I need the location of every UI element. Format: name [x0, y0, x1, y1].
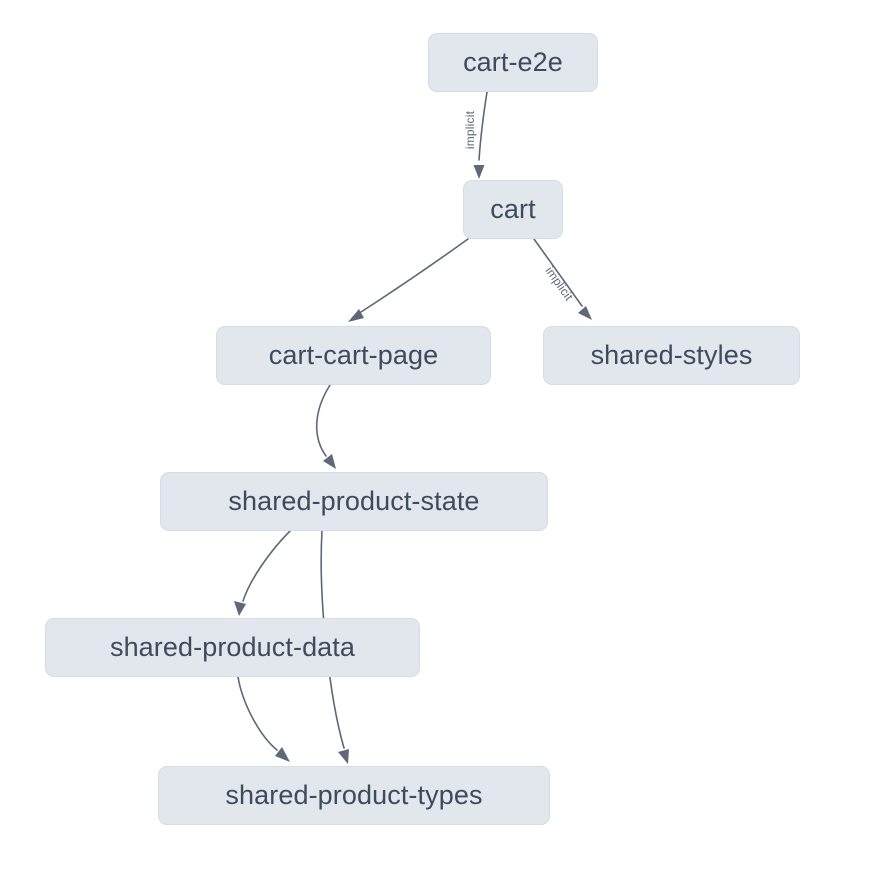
- edge-path: [533, 238, 583, 307]
- node-label: cart: [490, 194, 536, 224]
- edge-arrowhead: [323, 454, 336, 469]
- edge-cart-cart-page-to-shared-product-state: [315, 384, 336, 469]
- edge-arrowhead: [234, 601, 246, 616]
- edge-shared-product-data-to-shared-product-types: [237, 676, 290, 762]
- node-label: shared-product-state: [228, 486, 480, 516]
- edge-path: [242, 530, 291, 602]
- edge-shared-product-state-to-shared-product-data: [234, 530, 291, 616]
- node-shared-product-state[interactable]: shared-product-state: [160, 472, 548, 531]
- edge-arrowhead: [338, 749, 349, 764]
- node-cart-cart-page[interactable]: cart-cart-page: [216, 326, 491, 385]
- node-shared-product-types[interactable]: shared-product-types: [158, 766, 550, 825]
- edge-arrowhead: [473, 165, 485, 179]
- edge-label-implicit-2: implicit: [543, 264, 577, 304]
- node-label: cart-e2e: [463, 47, 563, 77]
- edge-path: [360, 238, 469, 313]
- edge-path: [315, 384, 331, 457]
- edge-cart-e2e-to-cart: implicit: [463, 91, 488, 179]
- edge-path: [237, 676, 278, 751]
- edge-cart-to-cart-cart-page: [348, 238, 469, 322]
- node-label: shared-styles: [590, 340, 753, 370]
- node-label: shared-product-data: [109, 632, 356, 662]
- edge-arrowhead: [578, 306, 592, 320]
- edge-arrowhead: [348, 309, 364, 322]
- edge-label-implicit-1: implicit: [463, 110, 477, 149]
- node-shared-styles[interactable]: shared-styles: [543, 326, 800, 385]
- node-cart[interactable]: cart: [463, 180, 563, 239]
- edge-path: [478, 91, 488, 161]
- node-label: cart-cart-page: [268, 340, 439, 370]
- node-cart-e2e[interactable]: cart-e2e: [428, 33, 598, 92]
- node-shared-product-data[interactable]: shared-product-data: [45, 618, 420, 677]
- edge-arrowhead: [275, 747, 290, 762]
- node-label: shared-product-types: [225, 780, 483, 810]
- edge-cart-to-shared-styles: implicit: [533, 238, 592, 320]
